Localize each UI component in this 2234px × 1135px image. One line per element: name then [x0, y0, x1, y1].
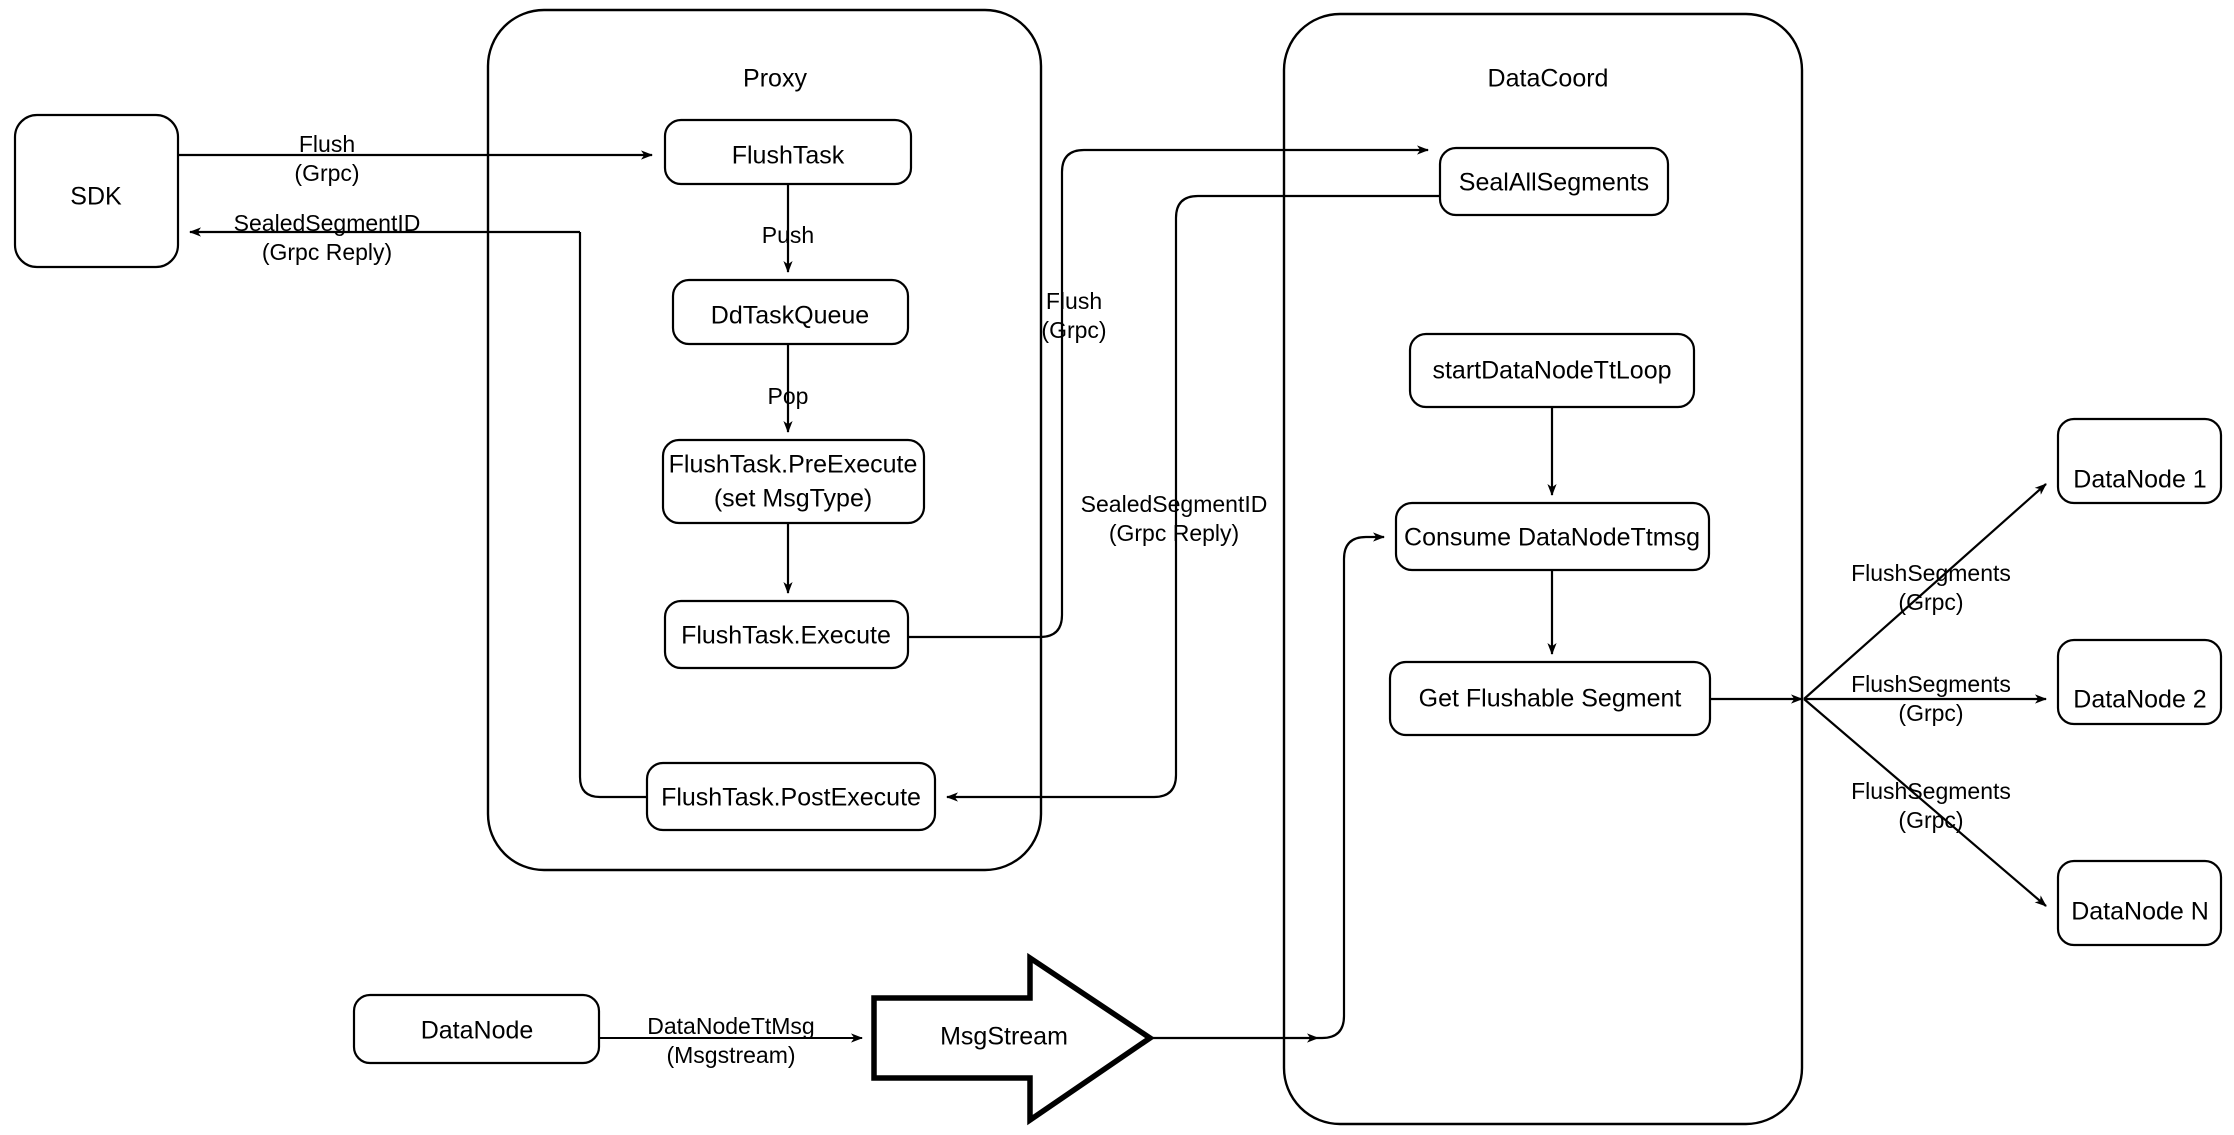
node-flushtask-preexecute-label-line2: (set MsgType): [714, 485, 872, 513]
edge-label-flushsegments-1-line2: (Grpc): [1898, 589, 1963, 615]
edge-label-flushsegments-n-line1: FlushSegments: [1851, 778, 2011, 804]
edge-label-flush-coord-line2: (Grpc): [1041, 317, 1106, 343]
node-flush-task-label: FlushTask: [732, 142, 845, 170]
edge-label-flush-grpc-line1: Flush: [299, 131, 355, 157]
edge-postexecute-to-reply-rail: [578, 232, 647, 799]
node-datanode-bottom-label: DataNode: [421, 1017, 534, 1045]
edge-sealallsegments-to-postexecute: [946, 194, 1440, 802]
node-get-flushable-segment-label: Get Flushable Segment: [1419, 685, 1682, 713]
node-msgstream-label: MsgStream: [940, 1023, 1068, 1051]
edge-label-flushsegments-n-line2: (Grpc): [1898, 807, 1963, 833]
node-flushtask-execute[interactable]: [663, 599, 910, 670]
edge-hub-to-datanode-1: [1803, 483, 2047, 700]
group-proxy-label: Proxy: [743, 65, 807, 93]
node-datanode-2[interactable]: [2056, 638, 2223, 726]
node-datanode-1[interactable]: [2056, 417, 2223, 505]
node-datanode-bottom[interactable]: [352, 993, 601, 1065]
edge-label-datanodettmsg-line2: (Msgstream): [666, 1042, 795, 1068]
edge-label-flush-grpc-line2: (Grpc): [294, 160, 359, 186]
node-flushtask-execute-label: FlushTask.Execute: [681, 622, 891, 650]
node-datanode-2-label: DataNode 2: [2073, 686, 2206, 714]
edge-datacoord-ttmsg-rail-to-consume: [1318, 532, 1385, 1040]
node-dd-task-queue-label: DdTaskQueue: [711, 302, 869, 330]
node-msgstream-arrow-shape[interactable]: [871, 952, 1155, 1126]
node-seal-all-segments-label: SealAllSegments: [1459, 169, 1649, 197]
group-datacoord-container: [1282, 12, 1804, 1126]
edge-label-push: Push: [762, 222, 814, 248]
node-seal-all-segments[interactable]: [1438, 146, 1670, 217]
group-proxy-container: [486, 8, 1043, 872]
node-flushtask-preexecute[interactable]: [661, 438, 926, 525]
node-datanode-n-label: DataNode N: [2071, 898, 2209, 926]
node-flushtask-preexecute-label-line1: FlushTask.PreExecute: [669, 451, 918, 479]
node-datanode-n[interactable]: [2056, 859, 2223, 947]
edge-label-sealedsegmentid-reply-line2: (Grpc Reply): [262, 239, 392, 265]
node-dd-task-queue[interactable]: [671, 278, 910, 346]
node-start-datanode-tt-loop-label: startDataNodeTtLoop: [1432, 357, 1671, 385]
edge-label-flushsegments-2-line2: (Grpc): [1898, 700, 1963, 726]
edge-label-datanodettmsg-line1: DataNodeTtMsg: [647, 1013, 814, 1039]
edge-label-flushsegments-2-line1: FlushSegments: [1851, 671, 2011, 697]
edge-label-flush-coord-line1: Flush: [1046, 288, 1102, 314]
edge-label-flushsegments-1-line1: FlushSegments: [1851, 560, 2011, 586]
edge-execute-to-sealallsegments: [908, 145, 1429, 639]
edge-label-sealedsegmentid-coord-line1: SealedSegmentID: [1081, 491, 1268, 517]
node-flushtask-postexecute-label: FlushTask.PostExecute: [661, 784, 921, 812]
edge-hub-to-datanode-n: [1803, 698, 2047, 907]
edge-label-sealedsegmentid-coord-line2: (Grpc Reply): [1109, 520, 1239, 546]
node-sdk-label: SDK: [70, 183, 122, 211]
node-datanode-1-label: DataNode 1: [2073, 466, 2206, 494]
node-consume-datanode-ttmsg-label: Consume DataNodeTtmsg: [1404, 524, 1700, 552]
node-sdk[interactable]: [13, 113, 180, 269]
edge-label-pop: Pop: [768, 383, 809, 409]
group-datacoord-label: DataCoord: [1488, 65, 1609, 93]
edge-label-sealedsegmentid-reply-line1: SealedSegmentID: [234, 210, 421, 236]
